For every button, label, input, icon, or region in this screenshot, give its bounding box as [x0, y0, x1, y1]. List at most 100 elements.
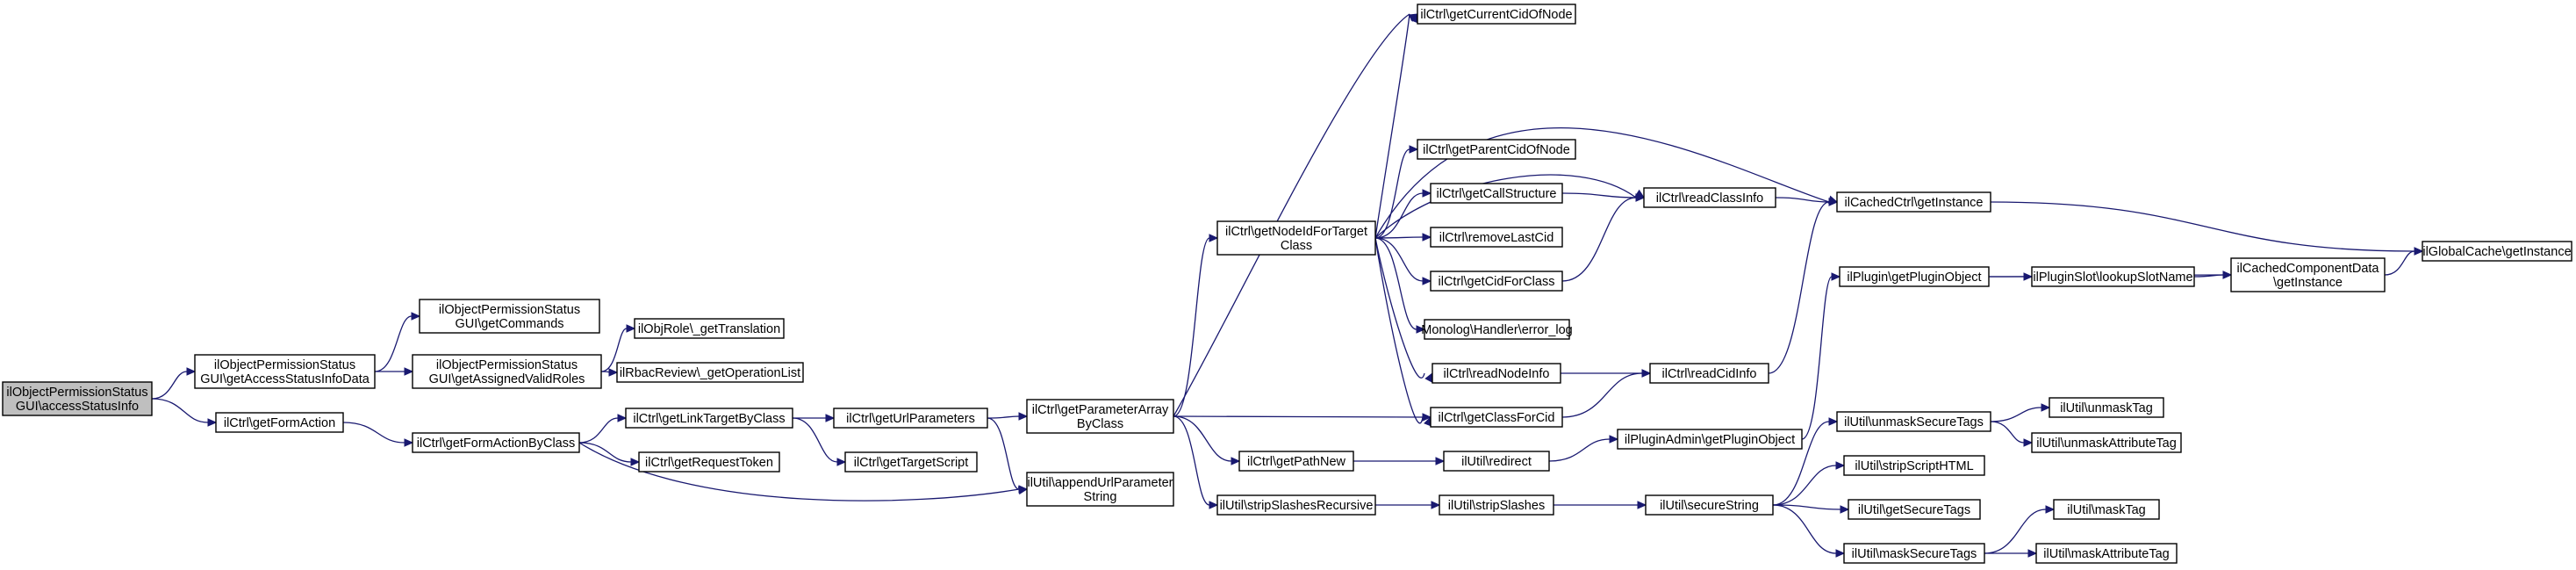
node-get-link-target-by-class[interactable]: ilCtrl\getLinkTargetByClass [625, 408, 793, 429]
node-mask-secure-tags[interactable]: ilUtil\maskSecureTags [1843, 543, 1985, 564]
edge-line [987, 415, 1020, 419]
node-lookup-slot-name[interactable]: ilPluginSlot\lookupSlotName [2031, 266, 2195, 287]
edge-get-node-id-for-target-class-to-read-node-info [1374, 237, 1433, 383]
node-get-parent-cid-of-node[interactable]: ilCtrl\getParentCidOfNode [1417, 139, 1576, 160]
node-box [1424, 319, 1570, 340]
node-get-target-script[interactable]: ilCtrl\getTargetScript [844, 451, 978, 473]
edge-line [1990, 421, 2025, 444]
node-get-path-new[interactable]: ilCtrl\getPathNew [1238, 451, 1354, 472]
edge-mask-secure-tags-to-mask-attribute-tag [1984, 549, 2038, 558]
node-remove-last-cid[interactable]: ilCtrl\removeLastCid [1430, 227, 1563, 248]
edge-arrowhead [1209, 234, 1219, 242]
node-label: ilUtil\stripScriptHTML [1855, 459, 1973, 473]
node-label: ilCtrl\getNodeIdForTarget [1225, 225, 1367, 239]
edge-get-access-status-info-data-to-get-assigned-valid-roles [375, 367, 414, 376]
edge-line [1772, 465, 1837, 506]
edge-get-parameter-array-by-class-to-strip-slashes-recursive [1173, 415, 1219, 509]
node-read-class-info[interactable]: ilCtrl\readClassInfo [1643, 187, 1776, 208]
edge-secure-string-to-get-secure-tags [1772, 504, 1850, 514]
edge-get-form-action-to-get-form-action-by-class [342, 422, 414, 447]
node-cached-ctrl-get-instance[interactable]: ilCachedCtrl\getInstance [1836, 191, 1991, 213]
node-get-translation[interactable]: ilObjRole\_getTranslation [634, 318, 785, 339]
edge-arrowhead [2045, 505, 2056, 514]
edge-line [987, 417, 1020, 490]
node-label: ilCtrl\getRequestToken [645, 456, 773, 470]
node-get-request-token[interactable]: ilCtrl\getRequestToken [638, 451, 780, 473]
node-redirect[interactable]: ilUtil\redirect [1443, 451, 1550, 472]
node-box [833, 408, 988, 429]
node-label: ilCtrl\getCidForClass [1439, 275, 1555, 289]
edge-get-path-new-to-redirect [1353, 457, 1446, 465]
edge-arrowhead [1424, 372, 1433, 383]
node-label: ilCtrl\getLinkTargetByClass [633, 412, 785, 426]
node-cached-component-data[interactable]: ilCachedComponentData\getInstance [2230, 257, 2386, 292]
node-get-operation-list[interactable]: ilRbacReview\_getOperationList [616, 362, 804, 383]
edge-unmask-secure-tags-to-unmask-tag [1990, 403, 2051, 422]
node-unmask-secure-tags[interactable]: ilUtil\unmaskSecureTags [1836, 411, 1991, 432]
node-strip-slashes-recursive[interactable]: ilUtil\stripSlashesRecursive [1216, 494, 1376, 516]
node-get-secure-tags[interactable]: ilUtil\getSecureTags [1848, 499, 1981, 520]
node-label: ilCtrl\readNodeInfo [1444, 367, 1550, 381]
node-label: ilUtil\redirect [1461, 455, 1532, 469]
node-read-node-info[interactable]: ilCtrl\readNodeInfo [1432, 363, 1561, 384]
node-label: ilUtil\unmaskSecureTags [1844, 415, 1984, 429]
edge-line [1173, 415, 1232, 462]
edge-line [578, 417, 619, 444]
node-get-cid-for-class[interactable]: ilCtrl\getCidForClass [1430, 271, 1563, 292]
node-read-cid-info[interactable]: ilCtrl\readCidInfo [1649, 363, 1769, 384]
edge-arrowhead [825, 414, 836, 422]
node-box [1430, 227, 1563, 248]
node-secure-string[interactable]: ilUtil\secureString [1645, 494, 1774, 516]
edge-arrowhead [1431, 501, 1441, 509]
node-mask-attribute-tag[interactable]: ilUtil\maskAttributeTag [2035, 543, 2178, 564]
node-get-assigned-valid-roles[interactable]: ilObjectPermissionStatusGUI\getAssignedV… [412, 354, 602, 389]
node-box [2031, 432, 2182, 453]
node-strip-slashes[interactable]: ilUtil\stripSlashes [1439, 494, 1554, 516]
edge-cached-ctrl-get-instance-to-global-cache [1990, 201, 2424, 256]
node-strip-script-html[interactable]: ilUtil\stripScriptHTML [1843, 455, 1985, 476]
node-plugin-get-plugin-object[interactable]: ilPlugin\getPluginObject [1839, 266, 1990, 287]
node-box [1216, 220, 1376, 256]
node-box [1430, 183, 1563, 204]
node-get-access-status-info-data[interactable]: ilObjectPermissionStatusGUI\getAccessSta… [194, 354, 376, 389]
node-get-current-cid-of-node[interactable]: ilCtrl\getCurrentCidOfNode [1417, 4, 1576, 25]
edge-arrowhead [1422, 277, 1432, 285]
node-get-call-structure[interactable]: ilCtrl\getCallStructure [1430, 183, 1563, 204]
edge-arrowhead [1840, 505, 1850, 514]
node-get-plugin-object-admin[interactable]: ilPluginAdmin\getPluginObject [1617, 429, 1803, 450]
node-unmask-attribute-tag[interactable]: ilUtil\unmaskAttributeTag [2031, 432, 2182, 453]
node-label: ilObjectPermissionStatus [439, 303, 580, 317]
node-label: ilCtrl\getFormActionByClass [417, 437, 576, 451]
edge-arrowhead [1018, 412, 1029, 421]
edge-arrowhead [2222, 271, 2233, 279]
node-mask-tag[interactable]: ilUtil\maskTag [2053, 499, 2160, 520]
node-label: ilUtil\secureString [1660, 499, 1759, 513]
node-label: ilCtrl\getClassForCid [1439, 411, 1555, 425]
node-box [2230, 257, 2386, 292]
edge-line [792, 417, 838, 463]
node-label: String [1084, 490, 1117, 504]
node-get-class-for-cid[interactable]: ilCtrl\getClassForCid [1430, 407, 1563, 428]
edge-line [1374, 192, 1424, 239]
node-box [1645, 494, 1774, 516]
node-root[interactable]: ilObjectPermissionStatusGUI\accessStatus… [2, 381, 153, 416]
node-get-form-action[interactable]: ilCtrl\getFormAction [215, 412, 344, 433]
edge-get-assigned-valid-roles-to-get-operation-list [600, 368, 619, 377]
node-unmask-tag[interactable]: ilUtil\unmaskTag [2049, 397, 2164, 418]
edge-line [151, 371, 188, 400]
node-label: Class [1281, 239, 1312, 253]
edge-line [1561, 192, 1637, 198]
node-get-url-parameters[interactable]: ilCtrl\getUrlParameters [833, 408, 988, 429]
node-get-form-action-by-class[interactable]: ilCtrl\getFormActionByClass [412, 432, 580, 453]
edge-arrowhead [1835, 549, 1846, 558]
edge-get-parameter-array-by-class-to-get-current-cid-of-node [1173, 13, 1419, 417]
node-error-log[interactable]: Monolog\Handler\error_log [1421, 319, 1573, 340]
edge-arrowhead [626, 324, 636, 333]
node-global-cache[interactable]: ilGlobalCache\getInstance [2422, 241, 2572, 262]
node-label: ilUtil\maskAttributeTag [2043, 547, 2169, 561]
node-label: ilUtil\stripSlashesRecursive [1220, 499, 1374, 513]
